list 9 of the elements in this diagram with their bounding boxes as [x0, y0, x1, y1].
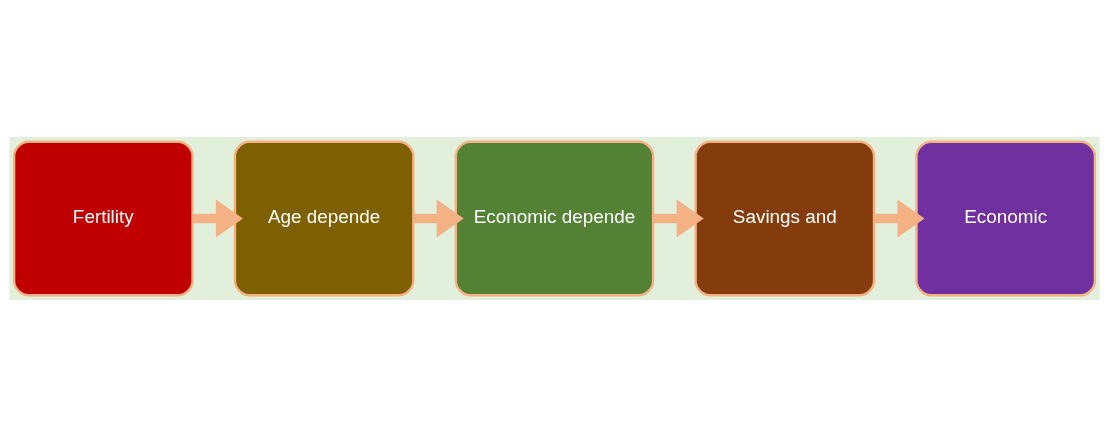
node-box: Fertility [12, 140, 194, 297]
node-box: Age depende [233, 140, 415, 297]
arrow [413, 199, 464, 238]
arrow [653, 199, 704, 238]
node-box: Economic [915, 140, 1097, 297]
arrow [192, 199, 243, 238]
arrow [874, 199, 925, 238]
node-box: Savings and [694, 140, 876, 297]
node-box: Economic depende [454, 140, 655, 297]
